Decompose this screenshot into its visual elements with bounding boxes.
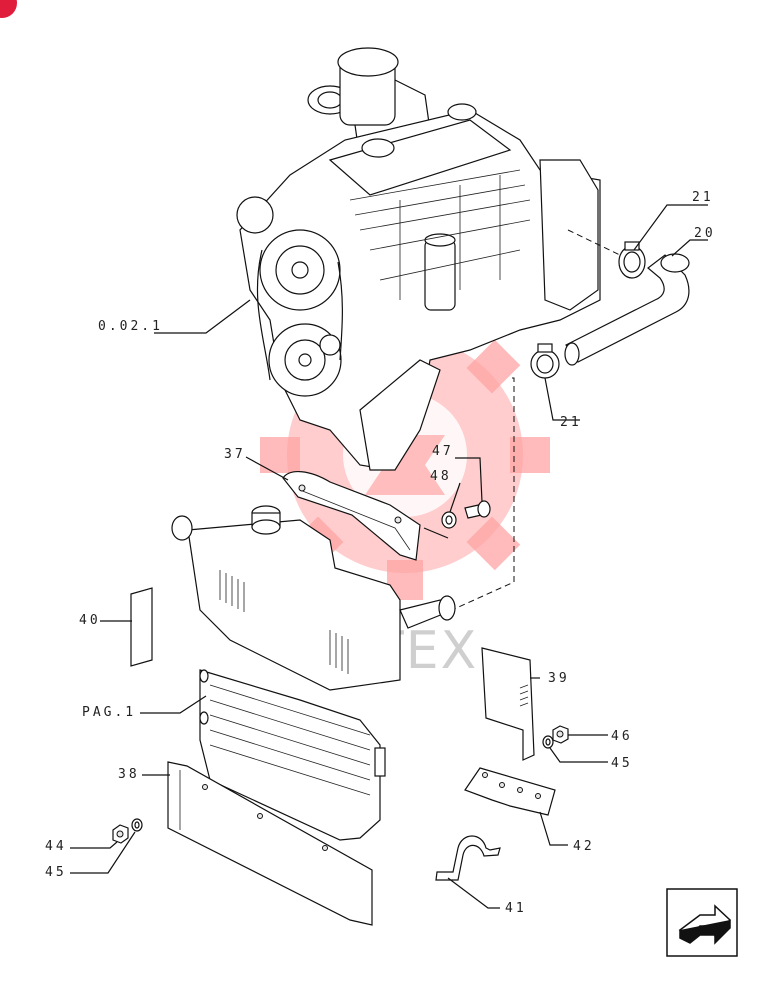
washer (441, 511, 457, 529)
baffle-plate (167, 761, 373, 926)
callout-37: 37 (224, 447, 246, 462)
washer-left (131, 818, 143, 832)
callout-39: 39 (548, 671, 570, 686)
callout-21-upper: 21 (692, 190, 714, 205)
seal-strip (130, 587, 153, 667)
callout-40: 40 (79, 613, 101, 628)
washer-right (542, 735, 554, 749)
callout-44: 44 (45, 839, 67, 854)
mounting-bracket-plate (481, 647, 535, 761)
callout-0021: 0.02.1 (98, 319, 163, 334)
callout-47: 47 (432, 444, 454, 459)
next-page-button[interactable] (666, 888, 738, 957)
gasket-leader (423, 527, 449, 539)
hose-clamp-lower (530, 343, 560, 379)
radiator-assembly (171, 505, 456, 841)
callout-labels: 0.02.1 21 20 21 37 47 48 40 PAG.1 39 46 … (45, 190, 716, 916)
leader-lines (70, 204, 708, 909)
callout-45-right: 45 (611, 756, 633, 771)
callout-pag1: PAG.1 (82, 705, 136, 720)
engine-assembly (236, 47, 601, 471)
gasket (282, 471, 421, 561)
corner-badge (0, 0, 17, 18)
routing-line-lower (451, 377, 515, 611)
callout-42: 42 (573, 839, 595, 854)
callout-48: 48 (430, 469, 452, 484)
next-page-arrow-icon (678, 904, 732, 945)
callout-38: 38 (118, 767, 140, 782)
nut-right (552, 725, 569, 744)
hose-clamp-upper (618, 241, 646, 279)
callout-45-left: 45 (45, 865, 67, 880)
coolant-hose (564, 253, 690, 366)
angle-bracket (464, 767, 556, 816)
nut-left (112, 824, 129, 844)
callout-21-lower: 21 (560, 415, 582, 430)
callout-20: 20 (694, 226, 716, 241)
callout-41: 41 (505, 901, 527, 916)
u-clip (435, 835, 501, 881)
screw (464, 500, 491, 519)
callout-46: 46 (611, 729, 633, 744)
